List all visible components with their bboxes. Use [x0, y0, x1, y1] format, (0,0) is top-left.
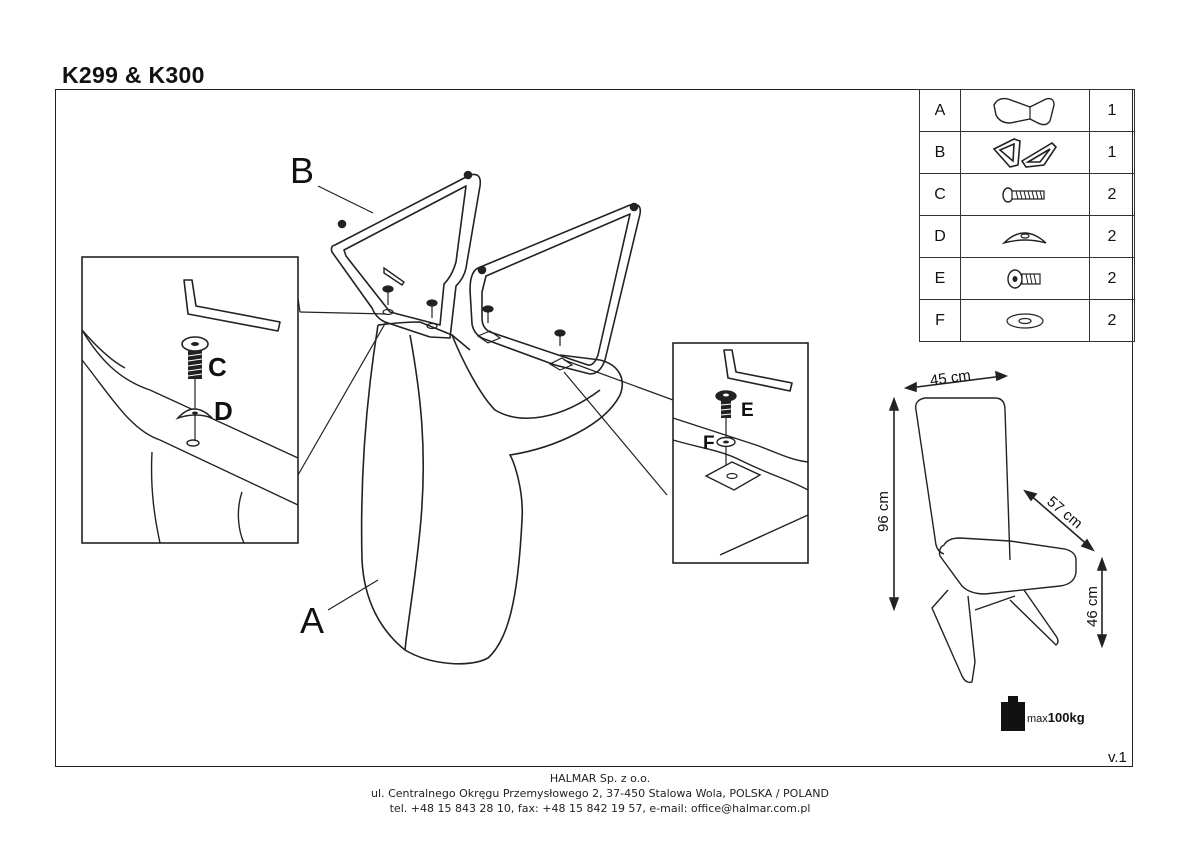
max-load-prefix: max [1027, 713, 1048, 725]
parts-row: C 2 [919, 173, 1135, 216]
version-label: v.1 [1108, 749, 1127, 766]
footer-company: HALMAR Sp. z o.o. [549, 772, 651, 785]
callout-d: D [214, 396, 233, 426]
callout-b: B [290, 150, 314, 191]
flat-washer-icon [1006, 312, 1044, 329]
allen-key-left [183, 279, 281, 332]
dimension-lines [888, 370, 1108, 649]
detail-box-right: E F [672, 342, 809, 564]
parts-table: A 1 B 1 C 2 D [919, 89, 1135, 342]
parts-row: E 2 [919, 257, 1135, 300]
frame-bolts [382, 285, 566, 346]
allen-key-right [723, 349, 793, 392]
parts-row: F 2 [919, 299, 1135, 342]
part-qty: 1 [1089, 89, 1135, 132]
part-qty: 1 [1089, 131, 1135, 174]
chair-frame-icon [992, 137, 1058, 168]
diagram-frame [55, 89, 1133, 767]
part-letter: D [919, 215, 961, 258]
seat-shell-a [360, 321, 624, 665]
part-letter: A [919, 89, 961, 132]
part-letter: E [919, 257, 961, 300]
footer: HALMAR Sp. z o.o. ul. Centralnego Okręgu… [0, 771, 1200, 816]
callout-e: E [741, 400, 754, 421]
part-letter: B [919, 131, 961, 174]
footer-contact: tel. +48 15 843 28 10, fax: +48 15 842 1… [389, 802, 811, 815]
dimension-width: 45 cm [929, 367, 972, 390]
callout-c: C [208, 352, 227, 382]
callout-f: F [703, 433, 715, 454]
chair-frame-b [330, 170, 642, 375]
curved-washer-icon [1001, 231, 1047, 244]
detail-box-left: C D [81, 256, 299, 544]
dimension-height: 96 cm [875, 491, 892, 532]
part-qty: 2 [1089, 215, 1135, 258]
chair-dimension-view [915, 397, 1077, 684]
callout-a: A [300, 600, 324, 641]
part-letter: C [919, 173, 961, 216]
footer-address: ul. Centralnego Okręgu Przemysłowego 2, … [371, 787, 829, 800]
long-bolt-icon [1002, 186, 1045, 203]
max-load-value: 100kg [1048, 710, 1085, 725]
max-load-label: max100kg [1027, 710, 1085, 725]
part-qty: 2 [1089, 299, 1135, 342]
part-letter: F [919, 299, 961, 342]
dimension-seat-height: 46 cm [1084, 586, 1101, 627]
parts-row: D 2 [919, 215, 1135, 258]
small-allen-key [383, 266, 405, 286]
seat-shell-icon [993, 97, 1055, 125]
document-title: K299 & K300 [62, 62, 205, 88]
part-qty: 2 [1089, 257, 1135, 300]
parts-row: B 1 [919, 131, 1135, 174]
short-bolt-icon [1007, 268, 1041, 289]
part-qty: 2 [1089, 173, 1135, 216]
weight-icon [1001, 696, 1025, 731]
parts-row: A 1 [919, 89, 1135, 132]
